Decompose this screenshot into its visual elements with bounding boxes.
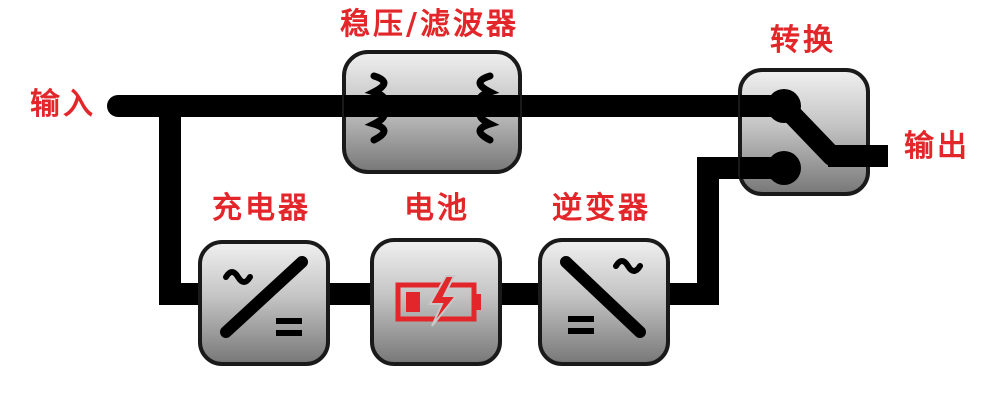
switch-label: 转换 (770, 23, 836, 58)
charger-label: 充电器 (212, 191, 311, 226)
inverter-block (538, 238, 670, 366)
charger-block (198, 240, 330, 366)
transfer-switch-block (738, 68, 888, 196)
inductor-filter-icon (364, 72, 500, 144)
transfer-switch-icon (740, 89, 888, 185)
regulator-filter-block (342, 50, 522, 174)
battery-label: 电池 (404, 191, 470, 226)
battery-charging-icon (395, 275, 481, 327)
battery-block (370, 238, 502, 366)
inverter-label: 逆变器 (552, 191, 651, 226)
input-label: 输入 (30, 87, 96, 122)
ac-to-dc-icon (220, 256, 308, 338)
dc-to-ac-icon (560, 256, 646, 338)
regulator-label: 稳压/滤波器 (340, 7, 519, 42)
output-label: 输出 (904, 129, 970, 164)
